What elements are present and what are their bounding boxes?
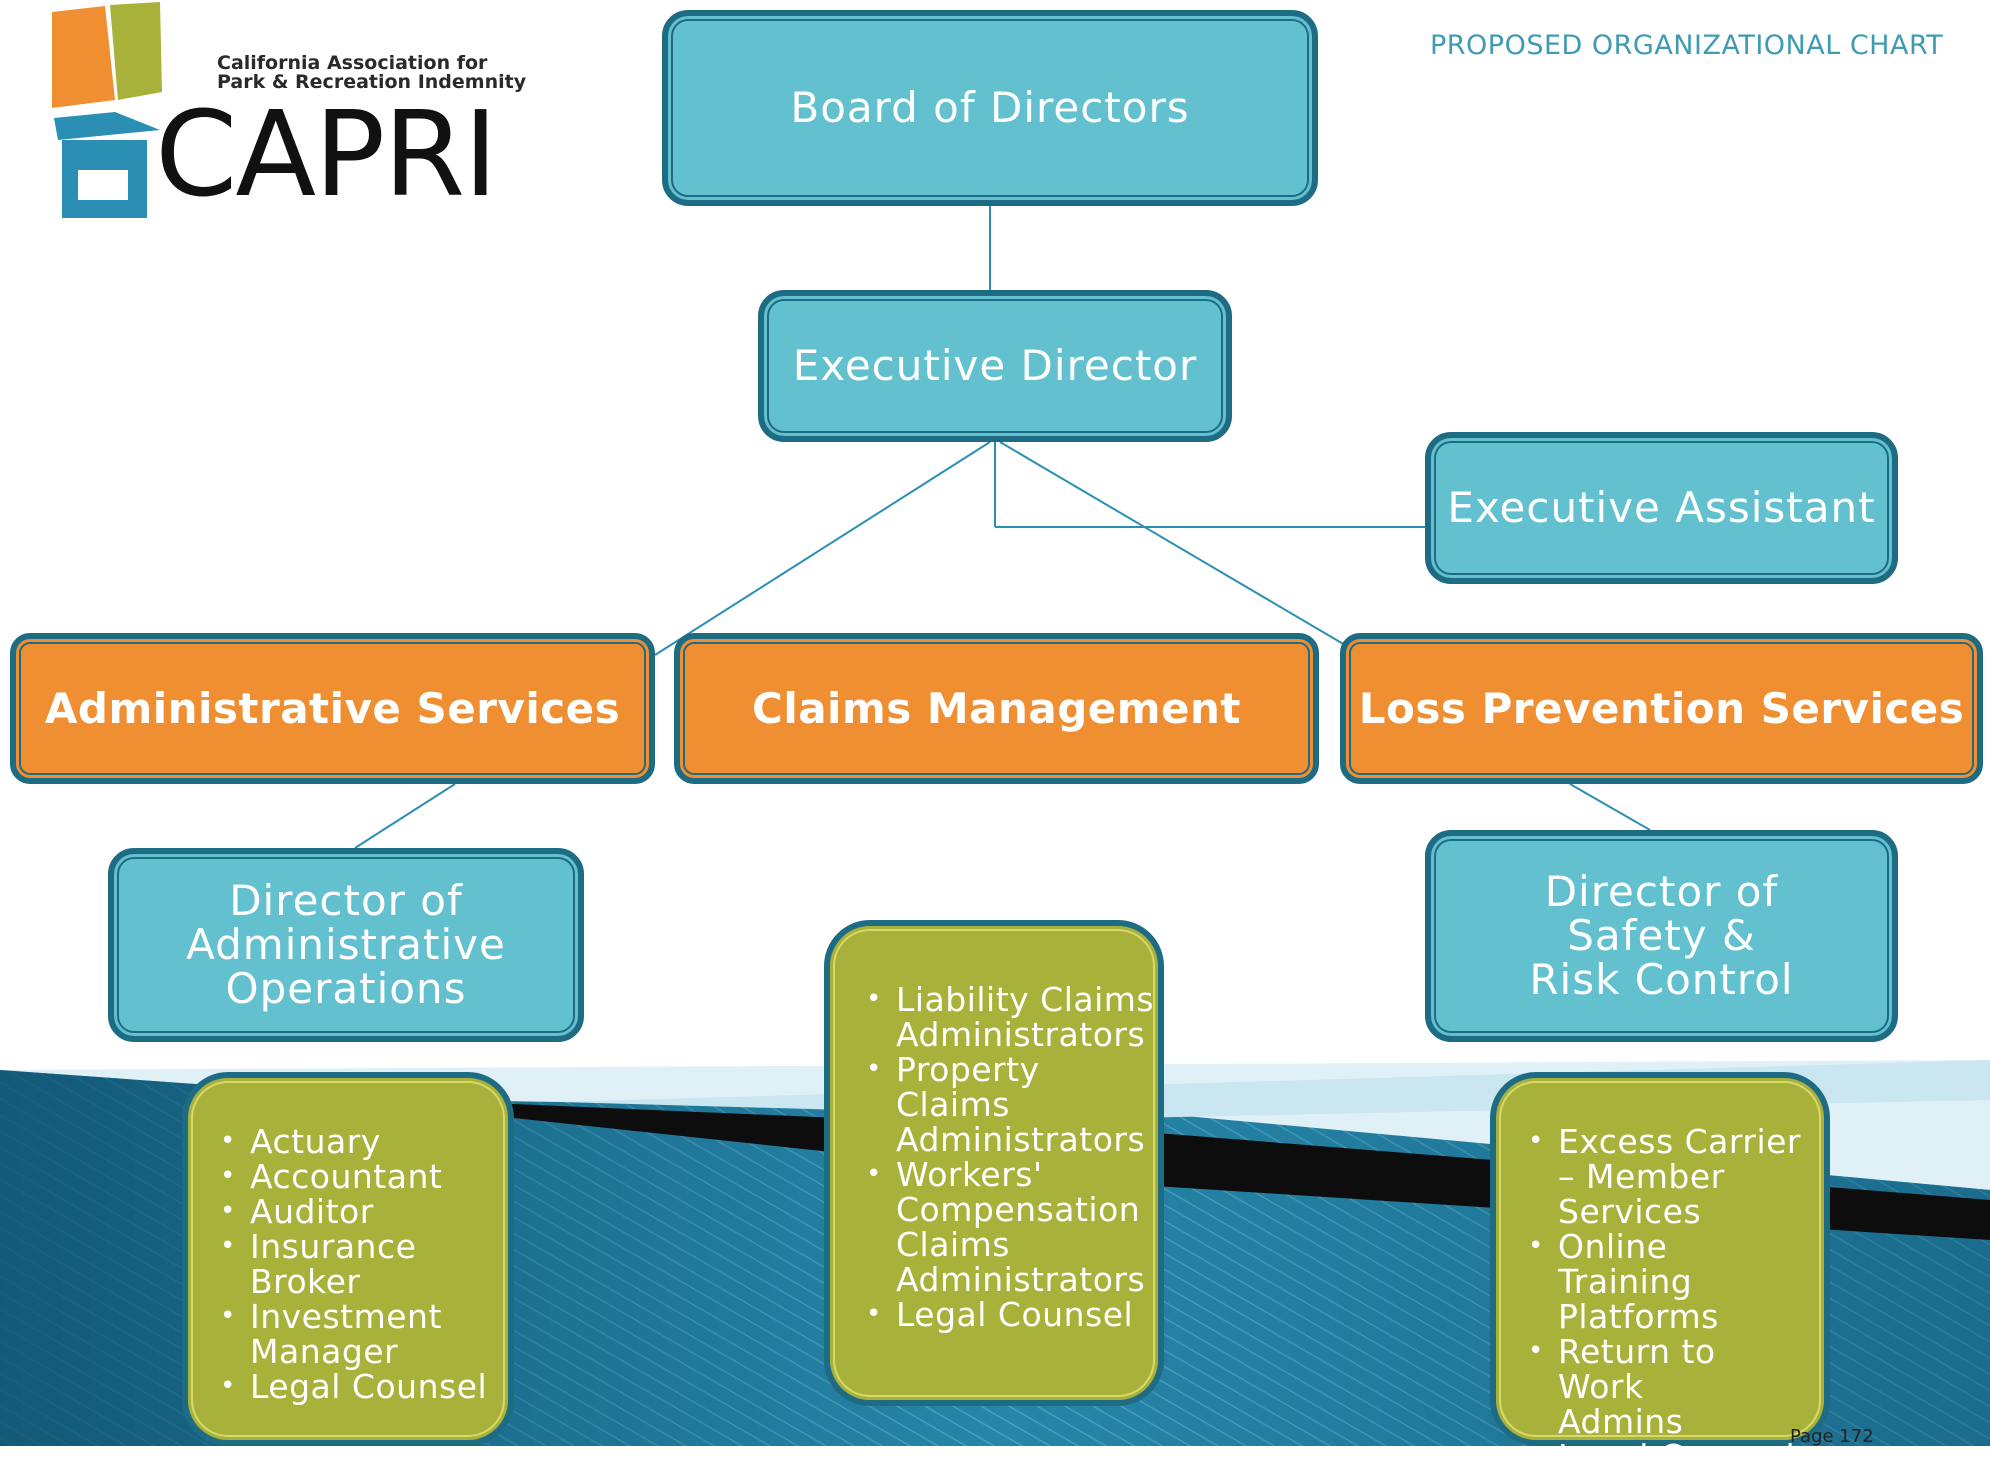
board-of-directors-label: Board of Directors [790, 82, 1190, 132]
executive-director-label: Executive Director [792, 340, 1198, 390]
director-safety-risk-box: Director of Safety & Risk Control [1425, 830, 1898, 1042]
administrative-services-box: Administrative Services [10, 633, 655, 784]
list-item: Auditor [218, 1194, 487, 1229]
executive-director-box: Executive Director [758, 290, 1232, 442]
chart-title: PROPOSED ORGANIZATIONAL CHART [1430, 30, 1944, 61]
director-admin-line2: Administrative [186, 919, 506, 969]
claims-list: Liability Claims Administrators Property… [864, 982, 1166, 1332]
capri-logo [52, 2, 230, 218]
page-number: Page 172 [1790, 1426, 1874, 1447]
list-item: Property Claims Administrators [864, 1052, 1156, 1157]
list-item: Insurance Broker [218, 1229, 430, 1299]
loss-prevention-list-box: Excess Carrier – Member Services Online … [1490, 1072, 1830, 1474]
claims-management-box: Claims Management [674, 633, 1319, 784]
logo-tagline-line2: Park & Recreation Indemnity [217, 71, 527, 93]
list-item: Workers' Compensation Claims Administrat… [864, 1157, 1166, 1297]
list-item: Online Training Platforms [1526, 1229, 1738, 1334]
connector-lines [354, 200, 1651, 849]
logo-tagline-line1: California Association for [217, 52, 488, 74]
director-safety-line3: Risk Control [1529, 955, 1794, 1005]
logo-tagline: California Association for Park & Recrea… [217, 54, 526, 92]
director-safety-line2: Safety & [1567, 910, 1756, 960]
loss-prevention-list: Excess Carrier – Member Services Online … [1526, 1124, 1808, 1474]
list-item: Actuary [218, 1124, 487, 1159]
director-safety-line1: Director of [1544, 866, 1779, 916]
loss-prevention-services-label: Loss Prevention Services [1358, 684, 1965, 733]
director-admin-operations-box: Director of Administrative Operations [108, 848, 584, 1042]
executive-assistant-box: Executive Assistant [1425, 432, 1898, 584]
list-item: Legal Counsel [1526, 1439, 1808, 1474]
claims-list-box: Liability Claims Administrators Property… [824, 920, 1164, 1406]
list-item: Accountant [218, 1159, 487, 1194]
list-item: Legal Counsel [864, 1297, 1166, 1332]
list-item: Investment Manager [218, 1299, 460, 1369]
loss-prevention-services-box: Loss Prevention Services [1340, 633, 1983, 784]
director-safety-risk-label: Director of Safety & Risk Control [1529, 866, 1794, 1005]
admin-services-list: Actuary Accountant Auditor Insurance Bro… [218, 1124, 487, 1404]
executive-assistant-label: Executive Assistant [1447, 482, 1876, 532]
list-item: Legal Counsel [218, 1369, 487, 1404]
administrative-services-label: Administrative Services [44, 684, 621, 733]
logo-wordmark: CAPRI [155, 85, 498, 223]
list-item: Liability Claims Administrators [864, 982, 1156, 1052]
director-admin-line1: Director of [229, 875, 463, 925]
list-item: Excess Carrier – Member Services [1526, 1124, 1808, 1229]
admin-services-list-box: Actuary Accountant Auditor Insurance Bro… [182, 1072, 514, 1446]
claims-management-label: Claims Management [752, 684, 1241, 733]
board-of-directors-box: Board of Directors [662, 10, 1318, 206]
list-item: Return to Work Admins [1526, 1334, 1758, 1439]
director-admin-operations-label: Director of Administrative Operations [186, 875, 506, 1014]
director-admin-line3: Operations [225, 964, 467, 1014]
